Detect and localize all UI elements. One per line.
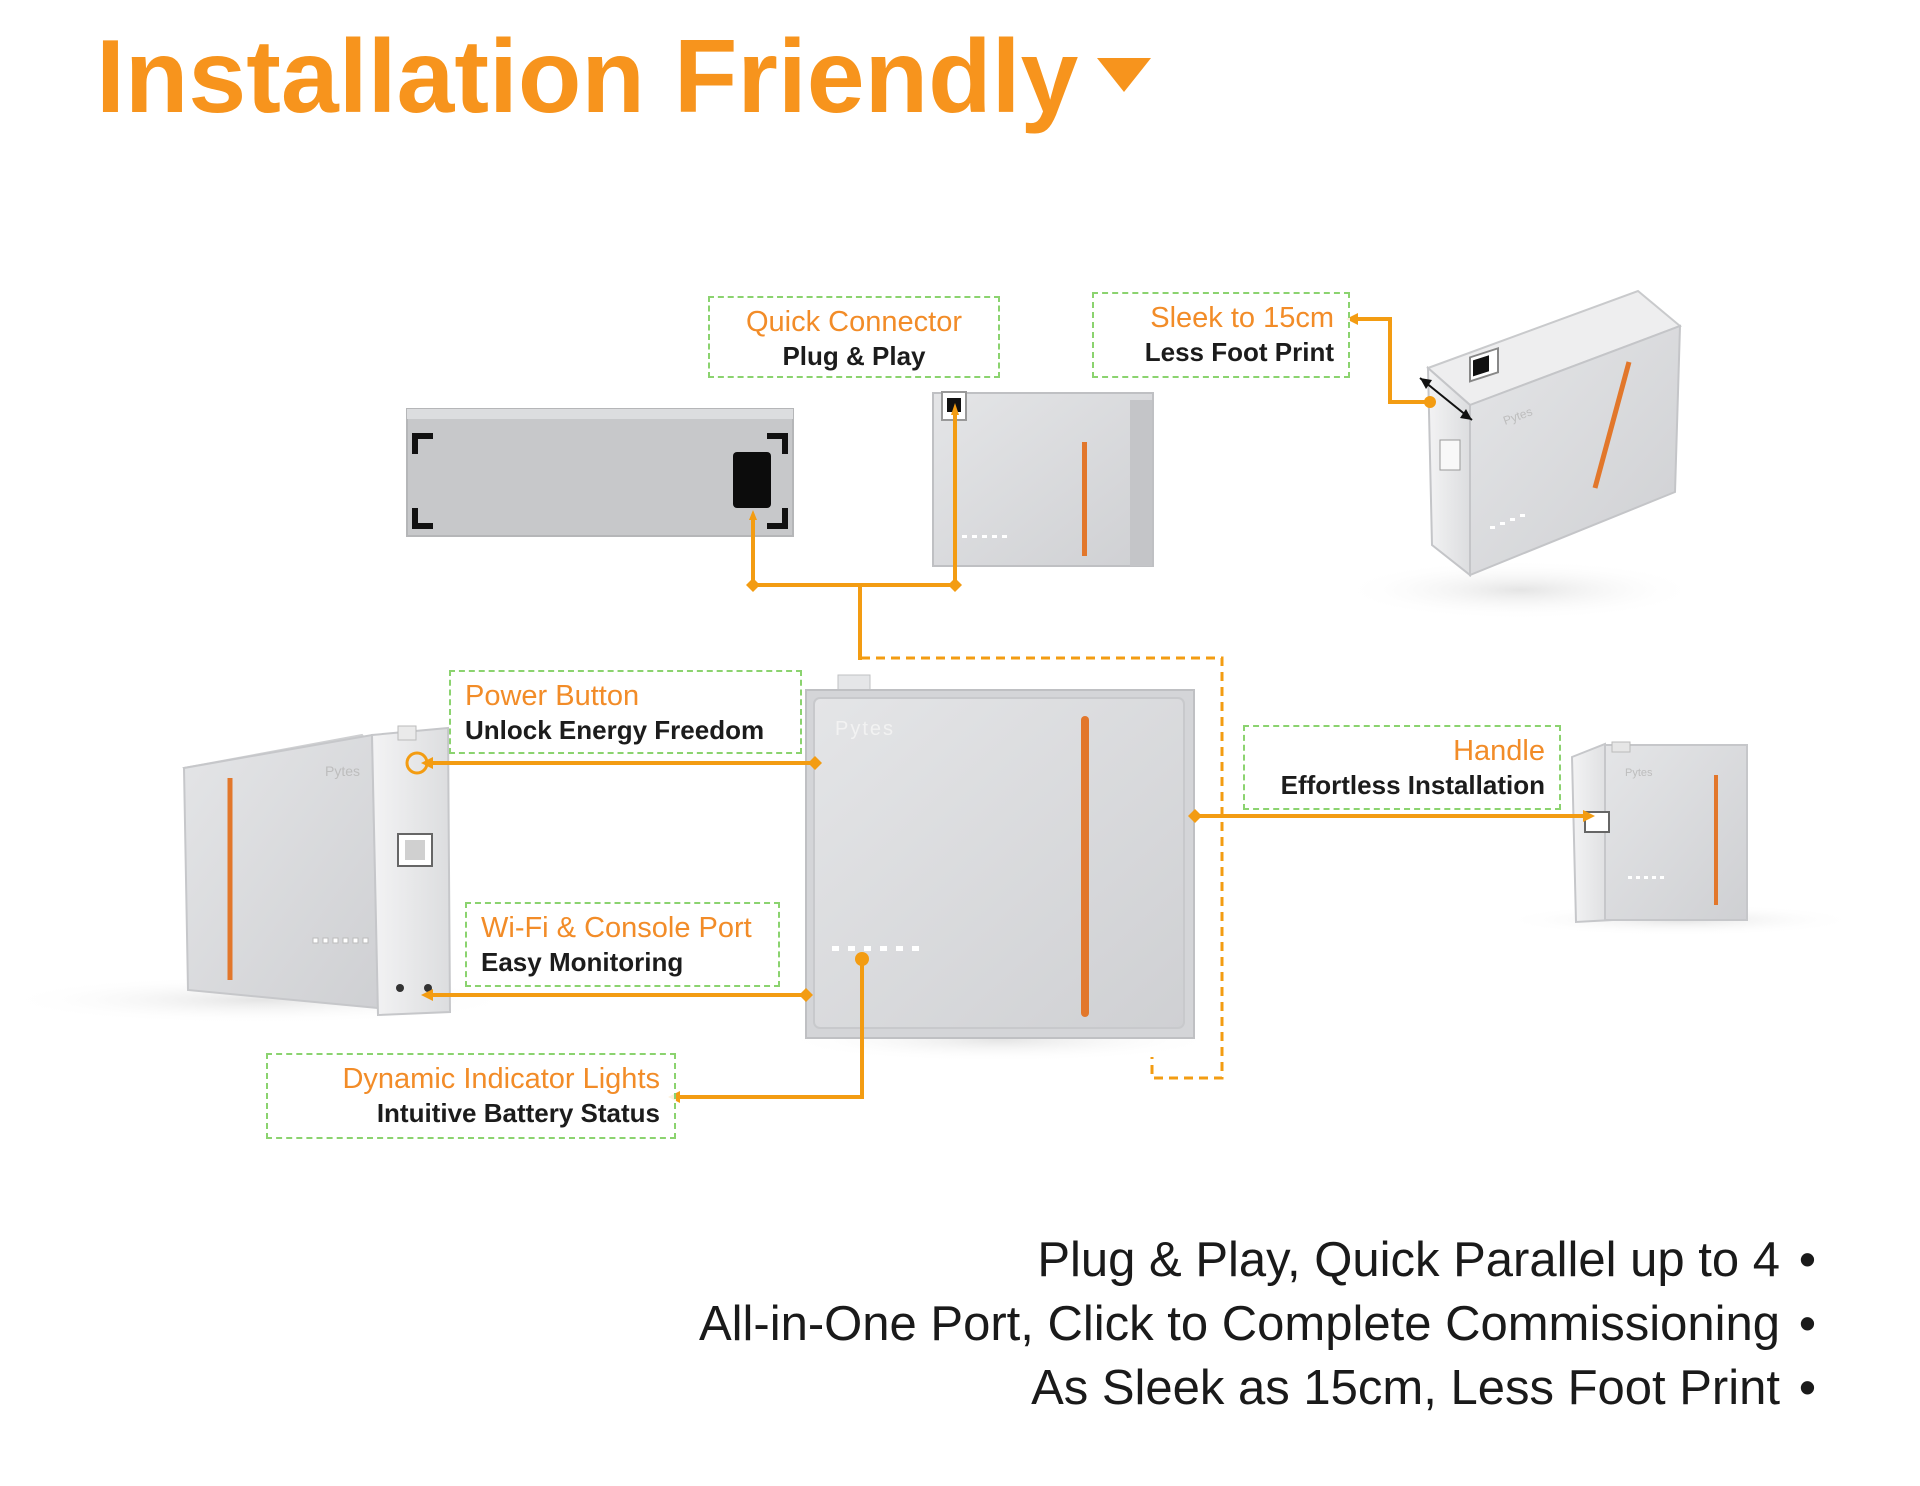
callout-wifi-console: Wi-Fi & Console Port Easy Monitoring (465, 902, 780, 987)
callout-heading: Wi-Fi & Console Port (481, 912, 752, 944)
battery-top-middle (932, 391, 1154, 567)
battery-left: Pytes (182, 725, 452, 1017)
callout-sub: Easy Monitoring (481, 947, 684, 977)
thickness-dimension-marker (1419, 377, 1473, 421)
callout-sub: Less Foot Print (1144, 337, 1334, 367)
feature-bullet-text: As Sleek as 15cm, Less Foot Print (1031, 1361, 1780, 1415)
bullet-marker: • (1798, 1233, 1816, 1287)
feature-bullet: Plug & Play, Quick Parallel up to 4 • (699, 1228, 1816, 1292)
callout-heading: Power Button (465, 680, 640, 712)
callout-sub: Plug & Play (782, 341, 926, 371)
battery-center: Pytes (805, 674, 1195, 1039)
feature-bullet: All-in-One Port, Click to Complete Commi… (699, 1292, 1816, 1356)
mounting-bracket (406, 408, 794, 537)
page-title: Installation Friendly (96, 19, 1079, 135)
callout-heading: Dynamic Indicator Lights (342, 1063, 660, 1095)
callout-heading: Handle (1453, 735, 1545, 767)
battery-top-right: Pytes (1426, 289, 1682, 578)
feature-bullet-text: Plug & Play, Quick Parallel up to 4 (1037, 1233, 1780, 1287)
callout-heading: Quick Connector (746, 306, 962, 338)
parallel-outline (861, 656, 1224, 1080)
callout-heading: Sleek to 15cm (1150, 302, 1334, 334)
bullet-marker: • (1798, 1297, 1816, 1351)
callout-sleek: Sleek to 15cm Less Foot Print (1092, 292, 1350, 378)
callout-handle: Handle Effortless Installation (1243, 725, 1561, 810)
bullet-marker: • (1798, 1361, 1816, 1415)
brand-label-center: Pytes (835, 718, 895, 740)
caret-down-icon[interactable] (1097, 58, 1151, 92)
brand-label-right: Pytes (1625, 767, 1653, 779)
power-button-marker (405, 751, 429, 775)
callout-sub: Unlock Energy Freedom (465, 715, 765, 745)
shadow-top-right (1340, 560, 1700, 620)
feature-bullet-list: Plug & Play, Quick Parallel up to 4 • All… (699, 1228, 1816, 1420)
feature-bullet: As Sleek as 15cm, Less Foot Print • (699, 1356, 1816, 1420)
indicator-lights (832, 946, 919, 951)
callout-indicator-lights: Dynamic Indicator Lights Intuitive Batte… (266, 1053, 676, 1139)
battery-right: Pytes (1570, 741, 1748, 924)
callout-sub: Effortless Installation (1280, 770, 1545, 800)
connector-lines (433, 317, 1583, 1099)
callout-quick-connector: Quick Connector Plug & Play (708, 296, 1000, 378)
callout-sub: Intuitive Battery Status (376, 1098, 660, 1128)
brand-label-left: Pytes (325, 763, 360, 779)
callout-power-button: Power Button Unlock Energy Freedom (449, 670, 802, 754)
feature-bullet-text: All-in-One Port, Click to Complete Commi… (698, 1297, 1780, 1351)
